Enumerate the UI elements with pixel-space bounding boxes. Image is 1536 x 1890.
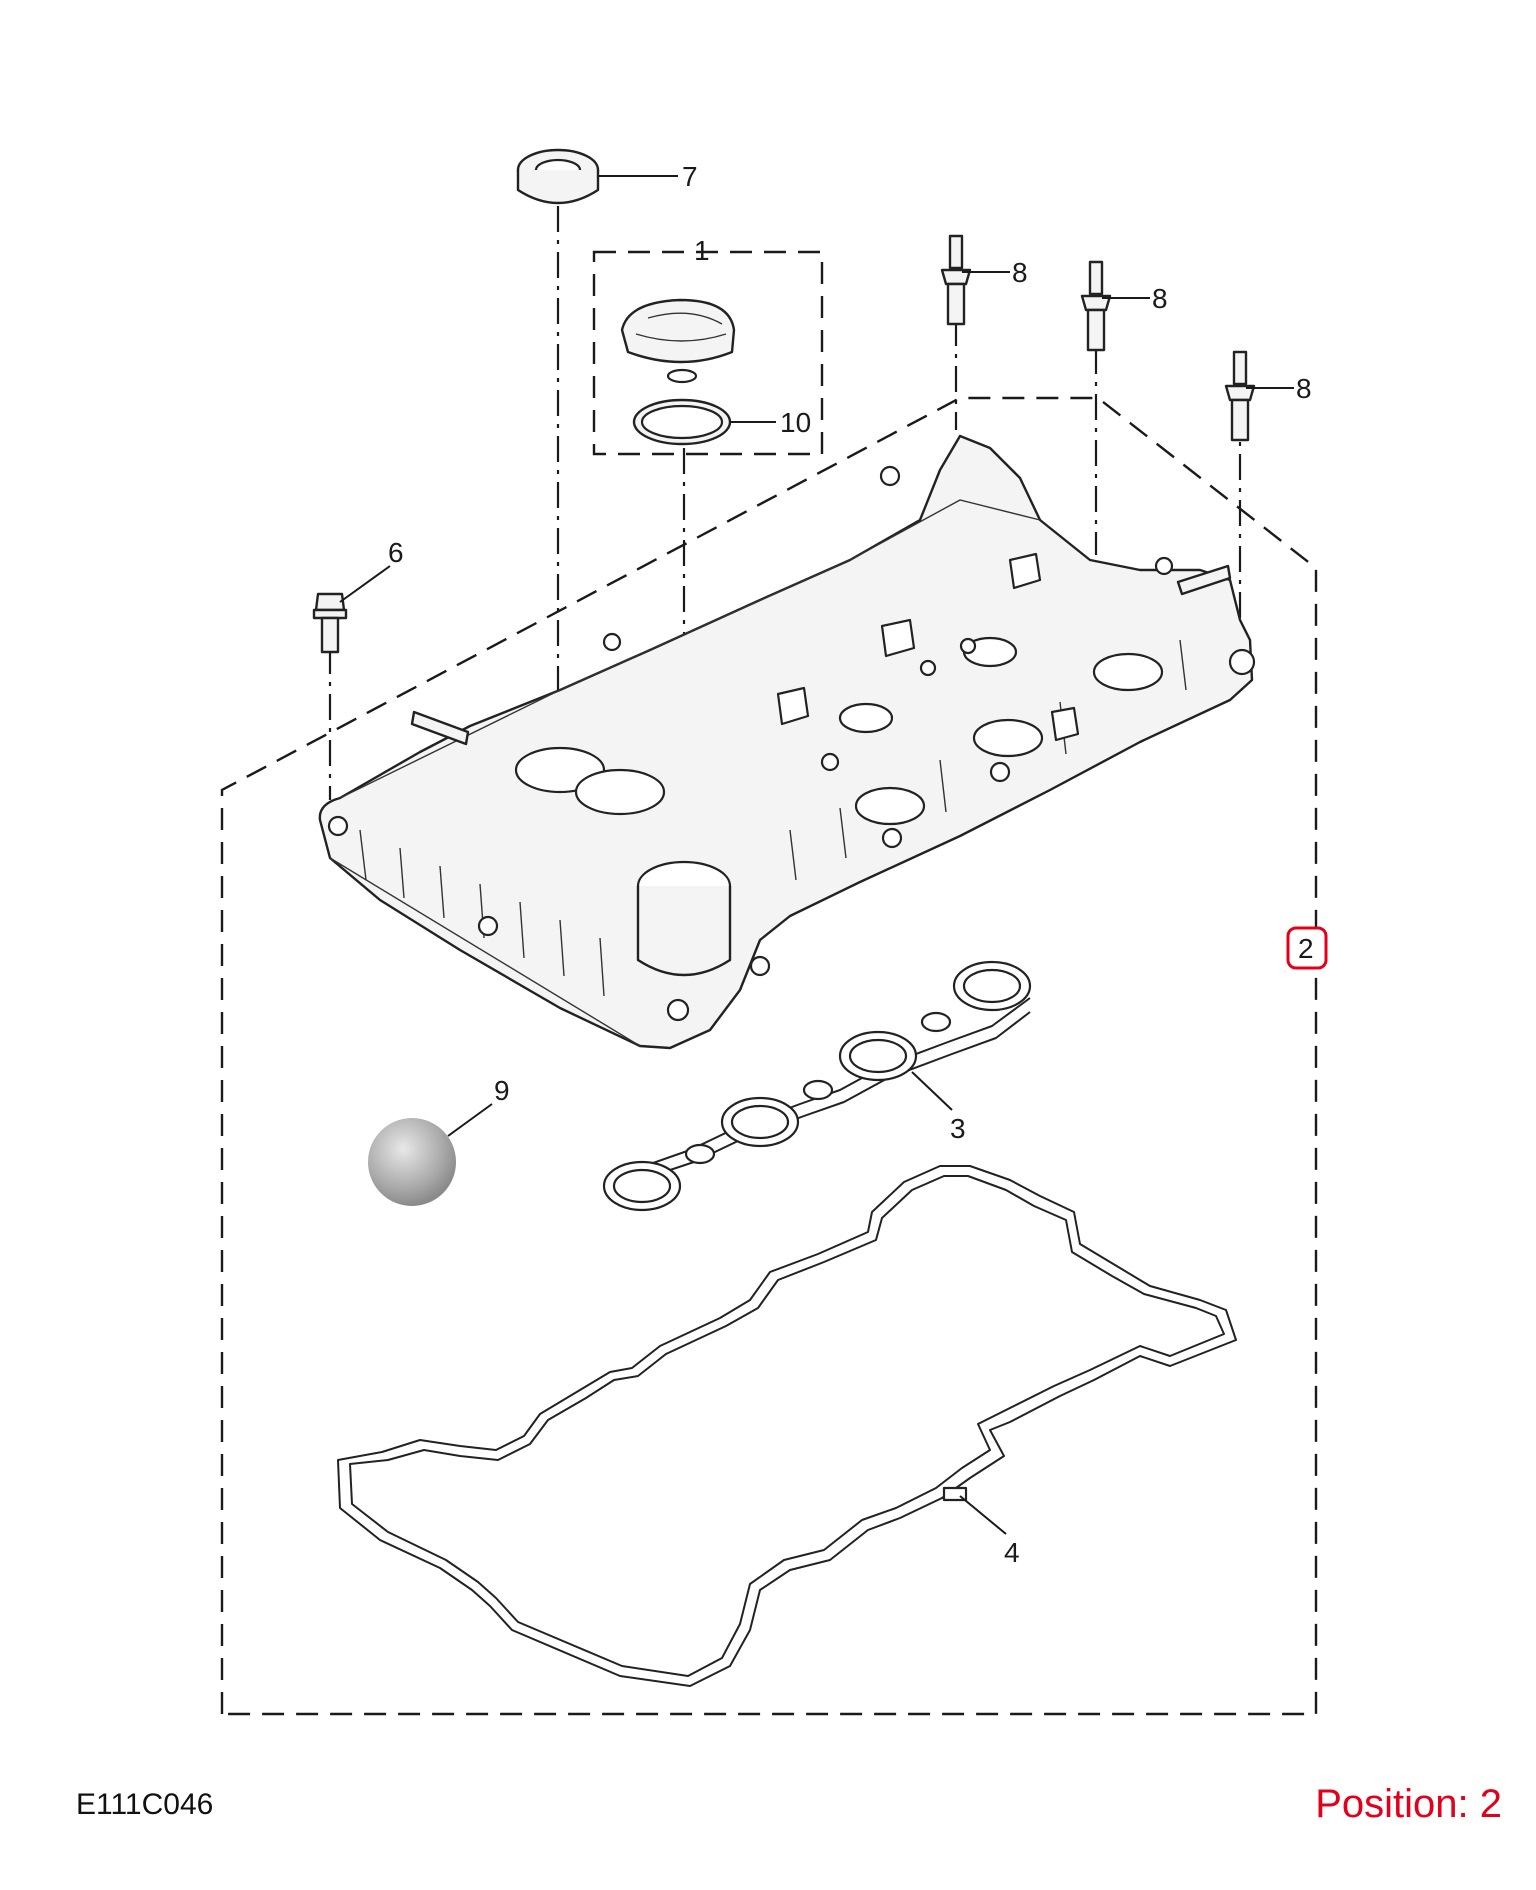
callout-7[interactable]: 7 — [682, 161, 698, 192]
stud-part-8-c — [1224, 350, 1256, 442]
cylinder-head-cover — [318, 434, 1256, 1050]
stud-part-8-a — [940, 234, 972, 326]
cover-gasket-part-4 — [337, 1165, 1237, 1687]
callout-2-highlighted[interactable]: 2 — [1286, 926, 1328, 970]
position-indicator: Position: 2 — [1315, 1782, 1502, 1826]
callout-8-c[interactable]: 8 — [1296, 373, 1312, 404]
callout-8-a[interactable]: 8 — [1012, 257, 1028, 288]
callout-8-b[interactable]: 8 — [1152, 283, 1168, 314]
callout-10[interactable]: 10 — [780, 407, 811, 438]
stud-part-8-b — [1080, 260, 1112, 352]
callout-3[interactable]: 3 — [950, 1113, 966, 1144]
callout-1[interactable]: 1 — [694, 235, 710, 266]
assembly-boundary-2 — [220, 396, 1318, 1716]
spark-plug-seal-part-3 — [602, 960, 1032, 1212]
oil-filler-cap-part-1 — [620, 298, 736, 384]
oil-cap-assembly-box — [592, 250, 824, 456]
callout-4[interactable]: 4 — [1004, 1537, 1020, 1568]
leader-lines — [339, 175, 1294, 1535]
callout-2: 2 — [1298, 933, 1314, 964]
diagram-code: E111C046 — [76, 1788, 214, 1821]
o-ring-part-10 — [632, 398, 732, 446]
plug-ball-part-9 — [368, 1118, 456, 1206]
callout-9[interactable]: 9 — [494, 1075, 510, 1106]
bolt-part-6 — [312, 592, 348, 654]
callout-6[interactable]: 6 — [388, 537, 404, 568]
seal-ring-part-7 — [516, 148, 600, 205]
